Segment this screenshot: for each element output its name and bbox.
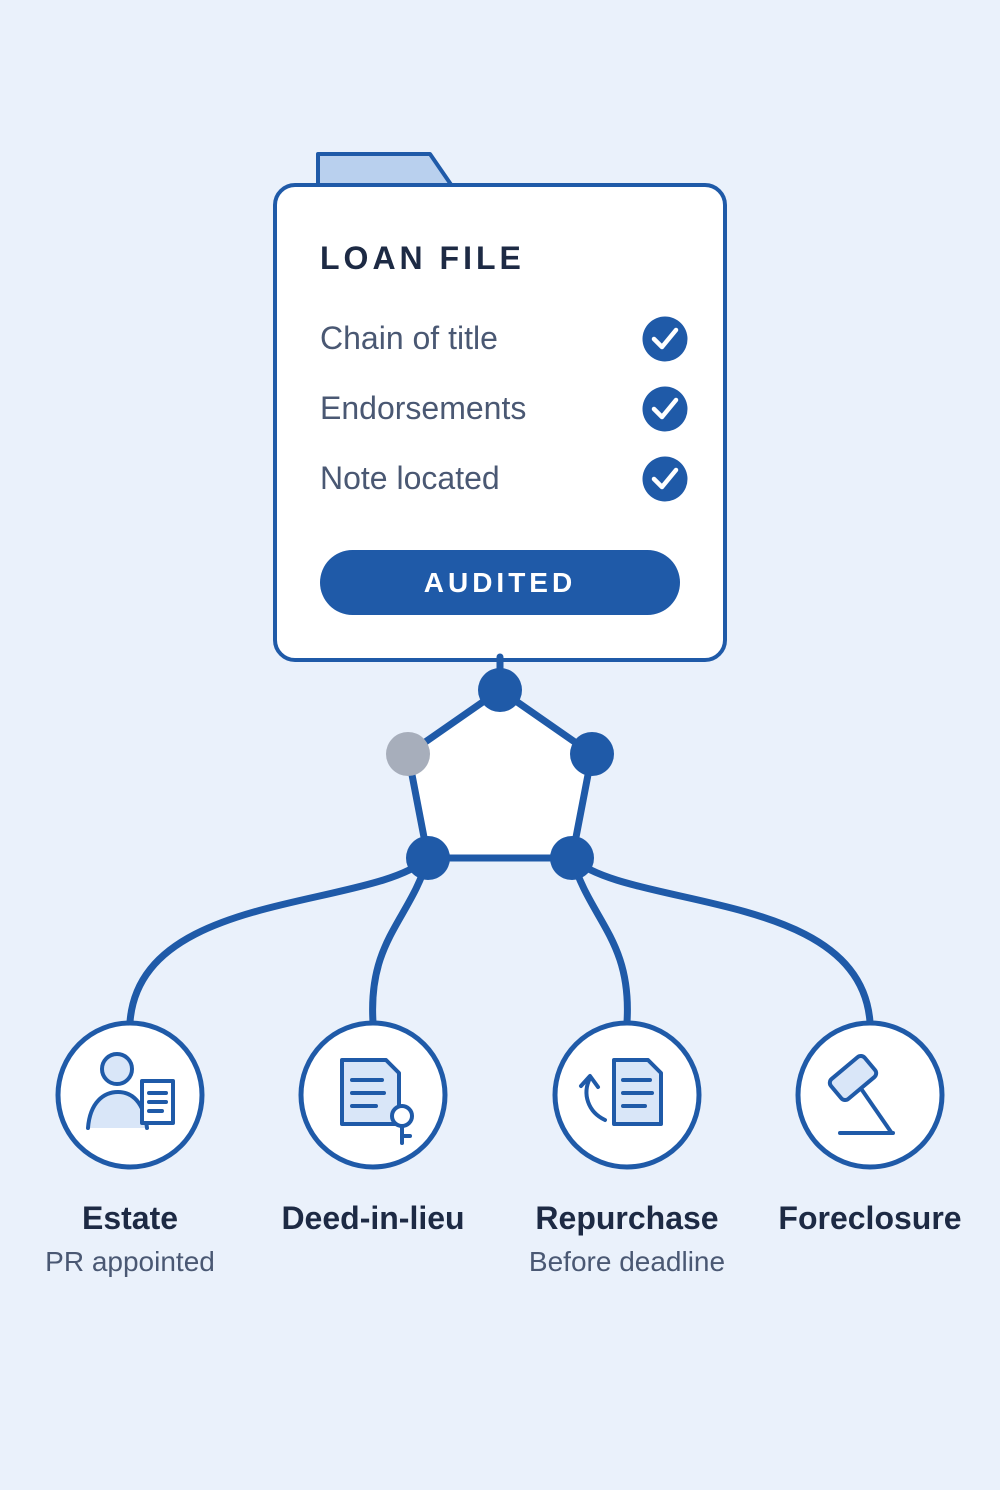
option-title-deed-in-lieu: Deed-in-lieu [281,1200,465,1236]
pentagon-node-right [570,732,614,776]
checkmark-icon [642,456,688,502]
checkmark-icon [642,316,688,362]
checklist-item-note-located: Note located [320,460,500,496]
pentagon-node-bottom-left [406,836,450,880]
branch-line-estate [126,854,432,1026]
folder-tab [316,152,454,188]
gavel-icon [827,1053,895,1135]
checklist-item-chain-of-title: Chain of title [320,320,498,356]
option-subtitle-estate: PR appointed [45,1246,215,1277]
checklist-item-endorsements: Endorsements [320,390,527,426]
option-title-foreclosure: Foreclosure [778,1200,962,1236]
option-title-estate: Estate [81,1200,179,1236]
deed-key-icon [340,1058,414,1145]
pentagon-node-left-inactive [386,732,430,776]
branch-line-foreclosure [568,854,874,1026]
pentagon-node-top [478,668,522,712]
loan-file-title: LOAN FILE [320,240,525,276]
person-document-icon [86,1052,175,1130]
option-subtitle-repurchase: Before deadline [528,1246,726,1277]
status-badge: AUDITED [320,550,680,615]
checkmark-icon [642,386,688,432]
pentagon-shape [404,686,596,862]
return-document-icon [579,1058,663,1126]
option-title-repurchase: Repurchase [535,1200,719,1236]
option-circle-foreclosure [795,1020,945,1170]
pentagon-node-bottom-right [550,836,594,880]
